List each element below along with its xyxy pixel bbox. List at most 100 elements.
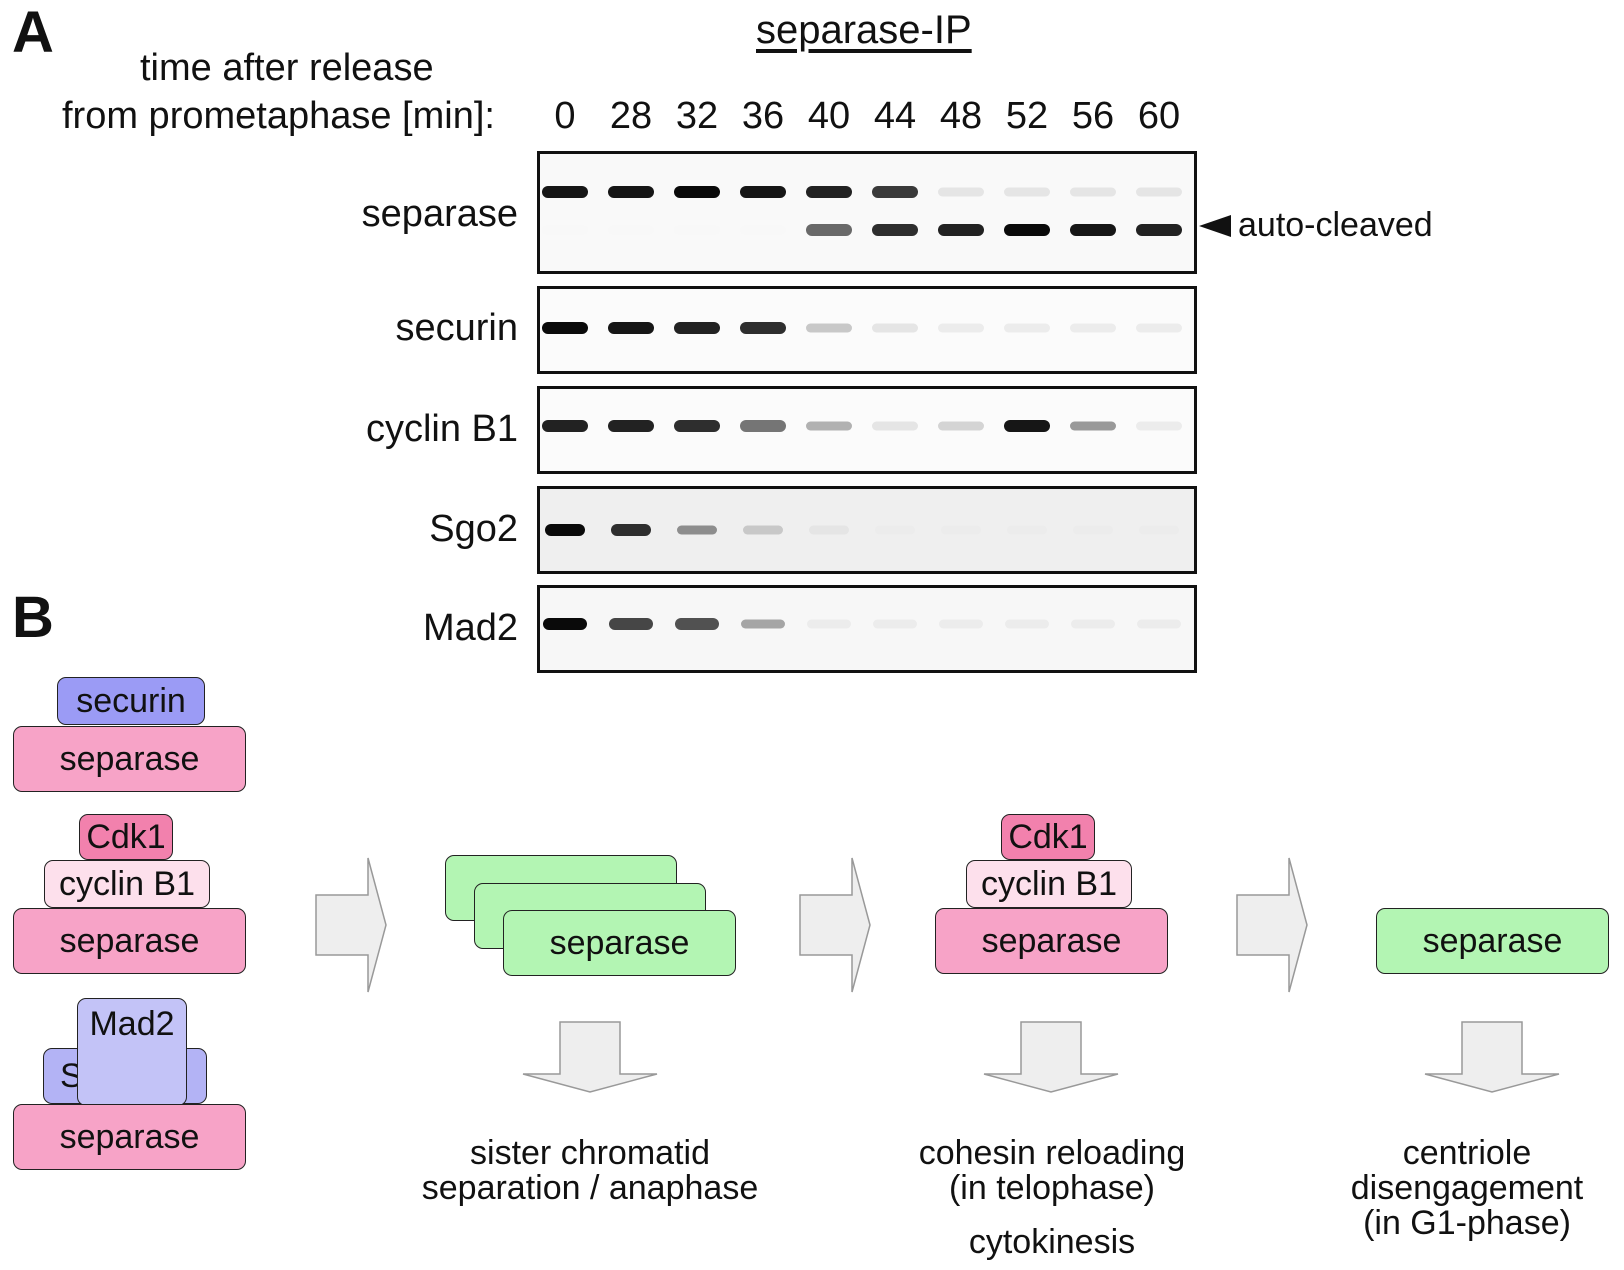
mad2-band-48 xyxy=(939,619,983,629)
sgo2-band-56 xyxy=(1073,525,1113,535)
mad2-band-56 xyxy=(1071,619,1115,629)
separase-full-band-52 xyxy=(1004,187,1050,197)
outcome-centriole-disengagement: centriole disengagement (in G1-phase) xyxy=(1313,1136,1621,1241)
mad2-band-40 xyxy=(807,619,851,629)
separase-cleaved-band-56 xyxy=(1070,224,1116,236)
separase-full-band-56 xyxy=(1070,187,1116,197)
mad2-band-52 xyxy=(1005,619,1049,629)
arrowhead-icon xyxy=(1199,214,1233,238)
mad2-band-0 xyxy=(543,618,587,630)
separase-cleaved-band-60 xyxy=(1136,224,1182,236)
securin-band-48 xyxy=(938,323,984,333)
lane-label-28: 28 xyxy=(609,95,653,137)
securin-band-36 xyxy=(740,322,786,334)
cyclin-b1-band-32 xyxy=(674,420,720,432)
separase-box-cyclin-complex: separase xyxy=(13,908,246,974)
separase-cleaved-band-36 xyxy=(740,225,786,235)
outcome-anaphase: sister chromatid separation / anaphase xyxy=(390,1136,790,1206)
securin-band-40 xyxy=(806,323,852,333)
sgo2-band-32 xyxy=(677,525,717,535)
separase-full-band-36 xyxy=(740,186,786,198)
lane-label-44: 44 xyxy=(873,95,917,137)
lane-label-56: 56 xyxy=(1071,95,1115,137)
separase-full-band-48 xyxy=(938,187,984,197)
blot-background xyxy=(540,154,1194,271)
mad2-band-60 xyxy=(1137,619,1181,629)
mad2-band-36 xyxy=(741,619,785,629)
cyclin-b1-band-28 xyxy=(608,420,654,432)
separase-cleaved-band-0 xyxy=(542,225,588,235)
panel-a-letter: A xyxy=(12,0,54,65)
sgo2-band-40 xyxy=(809,525,849,535)
time-axis-label-line2: from prometaphase [min]: xyxy=(62,95,495,137)
row-label-sgo2: Sgo2 xyxy=(429,508,518,550)
blot-sgo2 xyxy=(537,486,1197,574)
mad2-band-28 xyxy=(609,618,653,630)
panel-b-letter: B xyxy=(12,585,54,650)
separase-full-band-40 xyxy=(806,186,852,198)
right-arrow-icon-3 xyxy=(1236,857,1309,993)
mad2-label: Mad2 xyxy=(89,1005,175,1043)
separase-box-g1: separase xyxy=(1376,908,1609,974)
outcome-cytokinesis: cytokinesis xyxy=(968,1223,1136,1261)
separase-cleaved-band-40 xyxy=(806,224,852,236)
separase-cleaved-band-32 xyxy=(674,225,720,235)
blot-separase xyxy=(537,151,1197,274)
separase-full-band-44 xyxy=(872,186,918,198)
lane-label-52: 52 xyxy=(1005,95,1049,137)
separase-box-telophase: separase xyxy=(935,908,1168,974)
sgo2-band-52 xyxy=(1007,525,1047,535)
down-arrow-icon-1 xyxy=(522,1021,659,1094)
cyclin-b1-box: cyclin B1 xyxy=(44,860,210,908)
lane-label-40: 40 xyxy=(807,95,851,137)
separase-cleaved-band-52 xyxy=(1004,224,1050,236)
sgo2-band-60 xyxy=(1139,525,1179,535)
lane-label-0: 0 xyxy=(554,95,576,137)
blot-securin xyxy=(537,286,1197,374)
separase-cleaved-band-44 xyxy=(872,224,918,236)
securin-band-0 xyxy=(542,322,588,334)
cyclin-b1-band-40 xyxy=(806,421,852,431)
cyclin-b1-band-60 xyxy=(1136,421,1182,431)
outcome-cohesin-reloading: cohesin reloading (in telophase) xyxy=(852,1136,1252,1206)
securin-band-44 xyxy=(872,323,918,333)
blot-cyclin-b1 xyxy=(537,386,1197,474)
time-axis-label-line1: time after release xyxy=(140,47,434,89)
sgo2-band-36 xyxy=(743,525,783,535)
separase-cleaved-band-28 xyxy=(608,225,654,235)
outcome-anaphase-line1: sister chromatid xyxy=(470,1134,710,1172)
separase-box-mad2-complex: separase xyxy=(13,1104,246,1170)
down-arrow-icon-2 xyxy=(983,1021,1120,1094)
securin-band-32 xyxy=(674,322,720,334)
cdk1-box-telophase: Cdk1 xyxy=(1001,814,1095,860)
separase-box-securin-complex: separase xyxy=(13,726,246,792)
outcome-cohesin-line2: (in telophase) xyxy=(948,1169,1155,1207)
cyclin-b1-band-52 xyxy=(1004,420,1050,432)
outcome-anaphase-line2: separation / anaphase xyxy=(421,1169,759,1207)
cyclin-b1-band-56 xyxy=(1070,421,1116,431)
down-arrow-icon-3 xyxy=(1424,1021,1561,1094)
securin-band-60 xyxy=(1136,323,1182,333)
separase-cleaved-band-48 xyxy=(938,224,984,236)
row-label-mad2: Mad2 xyxy=(422,607,518,649)
separase-full-band-60 xyxy=(1136,187,1182,197)
lane-label-48: 48 xyxy=(939,95,983,137)
lane-label-32: 32 xyxy=(675,95,719,137)
mad2-band-44 xyxy=(873,619,917,629)
row-label-separase: separase xyxy=(361,193,518,235)
cyclin-b1-band-0 xyxy=(542,420,588,432)
cyclin-b1-band-36 xyxy=(740,420,786,432)
sgo2-band-28 xyxy=(611,524,651,536)
outcome-cohesin-line1: cohesin reloading xyxy=(918,1134,1186,1172)
cyclin-b1-band-48 xyxy=(938,421,984,431)
mad2-band-32 xyxy=(675,618,719,630)
securin-box: securin xyxy=(57,677,205,725)
active-separase-box: separase xyxy=(503,910,736,976)
blot-mad2 xyxy=(537,585,1197,673)
securin-band-56 xyxy=(1070,323,1116,333)
securin-band-28 xyxy=(608,322,654,334)
outcome-centriole-line1: centriole xyxy=(1402,1134,1532,1172)
separase-full-band-0 xyxy=(542,186,588,198)
blot-title: separase-IP xyxy=(756,8,972,52)
sgo2-band-48 xyxy=(941,525,981,535)
